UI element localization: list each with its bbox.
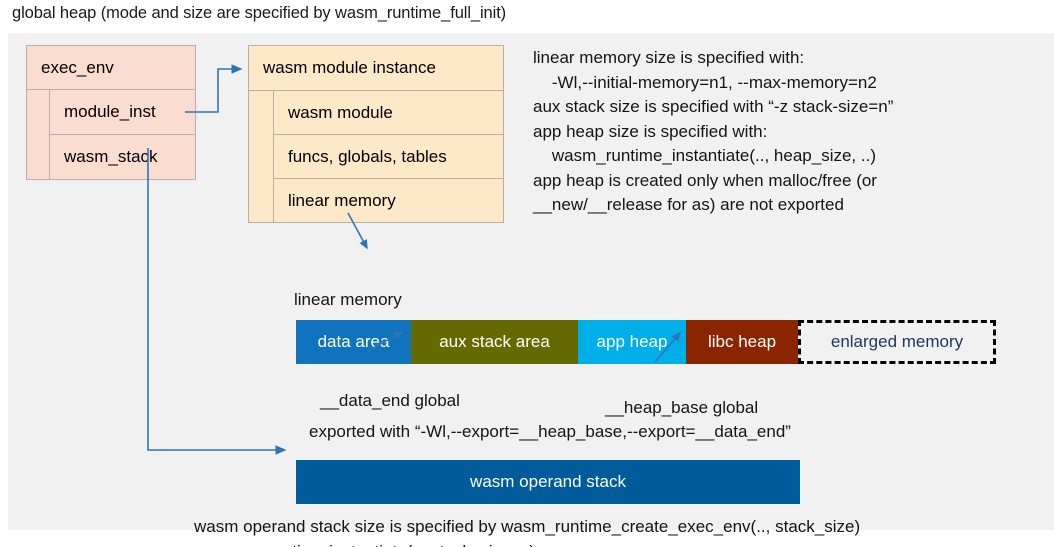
wasm-operand-stack-bar: wasm operand stack <box>296 460 800 504</box>
exec-env-header: exec_env <box>26 45 196 90</box>
operand-stack-notes: wasm operand stack size is specified by … <box>194 517 861 547</box>
wasm-operand-stack-label: wasm operand stack <box>470 472 626 491</box>
memory-segment-libc-heap: libc heap <box>686 320 798 364</box>
module-instance-title: wasm module instance <box>263 58 436 77</box>
heap-base-annotation: __heap_base global <box>605 398 759 417</box>
memory-segment-aux-stack-area: aux stack area <box>411 320 578 364</box>
wasm-module-label: wasm module <box>288 102 393 122</box>
linear-memory-notes: linear memory size is specified with: -W… <box>533 48 894 214</box>
module-inst-label: module_inst <box>64 102 156 121</box>
exec-env-group: exec_env module_inst wasm_stack <box>26 45 196 180</box>
linear-memory-row-label: linear memory <box>288 190 396 210</box>
exec-env-gutter <box>26 89 50 180</box>
wasm-stack-label: wasm_stack <box>64 147 158 166</box>
memory-segment-app-heap: app heap <box>578 320 686 364</box>
exec-env-row-wasm-stack: wasm_stack <box>49 134 196 180</box>
page-title: global heap (mode and size are specified… <box>12 4 507 22</box>
exec-env-title: exec_env <box>41 57 114 77</box>
module-instance-row-linear-memory: linear memory <box>273 178 504 223</box>
memory-segment-enlarged-memory: enlarged memory <box>798 320 996 364</box>
module-instance-header: wasm module instance <box>248 45 504 91</box>
module-instance-row-wasm-module: wasm module <box>273 90 504 135</box>
linear-memory-caption: linear memory <box>294 290 402 309</box>
linear-memory-bar: data area aux stack area app heap libc h… <box>296 320 996 364</box>
module-instance-row-funcs-globals-tables: funcs, globals, tables <box>273 134 504 179</box>
data-end-annotation: __data_end global <box>320 391 460 410</box>
memory-segment-data-area: data area <box>296 320 411 364</box>
export-flags-annotation: exported with “-Wl,--export=__heap_base,… <box>309 422 791 441</box>
module-instance-group: wasm module instance wasm module funcs, … <box>248 45 504 223</box>
module-instance-gutter <box>248 90 274 223</box>
diagram-canvas: exec_env module_inst wasm_stack wasm mod… <box>8 33 1054 547</box>
exec-env-row-module-inst: module_inst <box>49 89 196 135</box>
funcs-globals-tables-label: funcs, globals, tables <box>288 146 447 166</box>
